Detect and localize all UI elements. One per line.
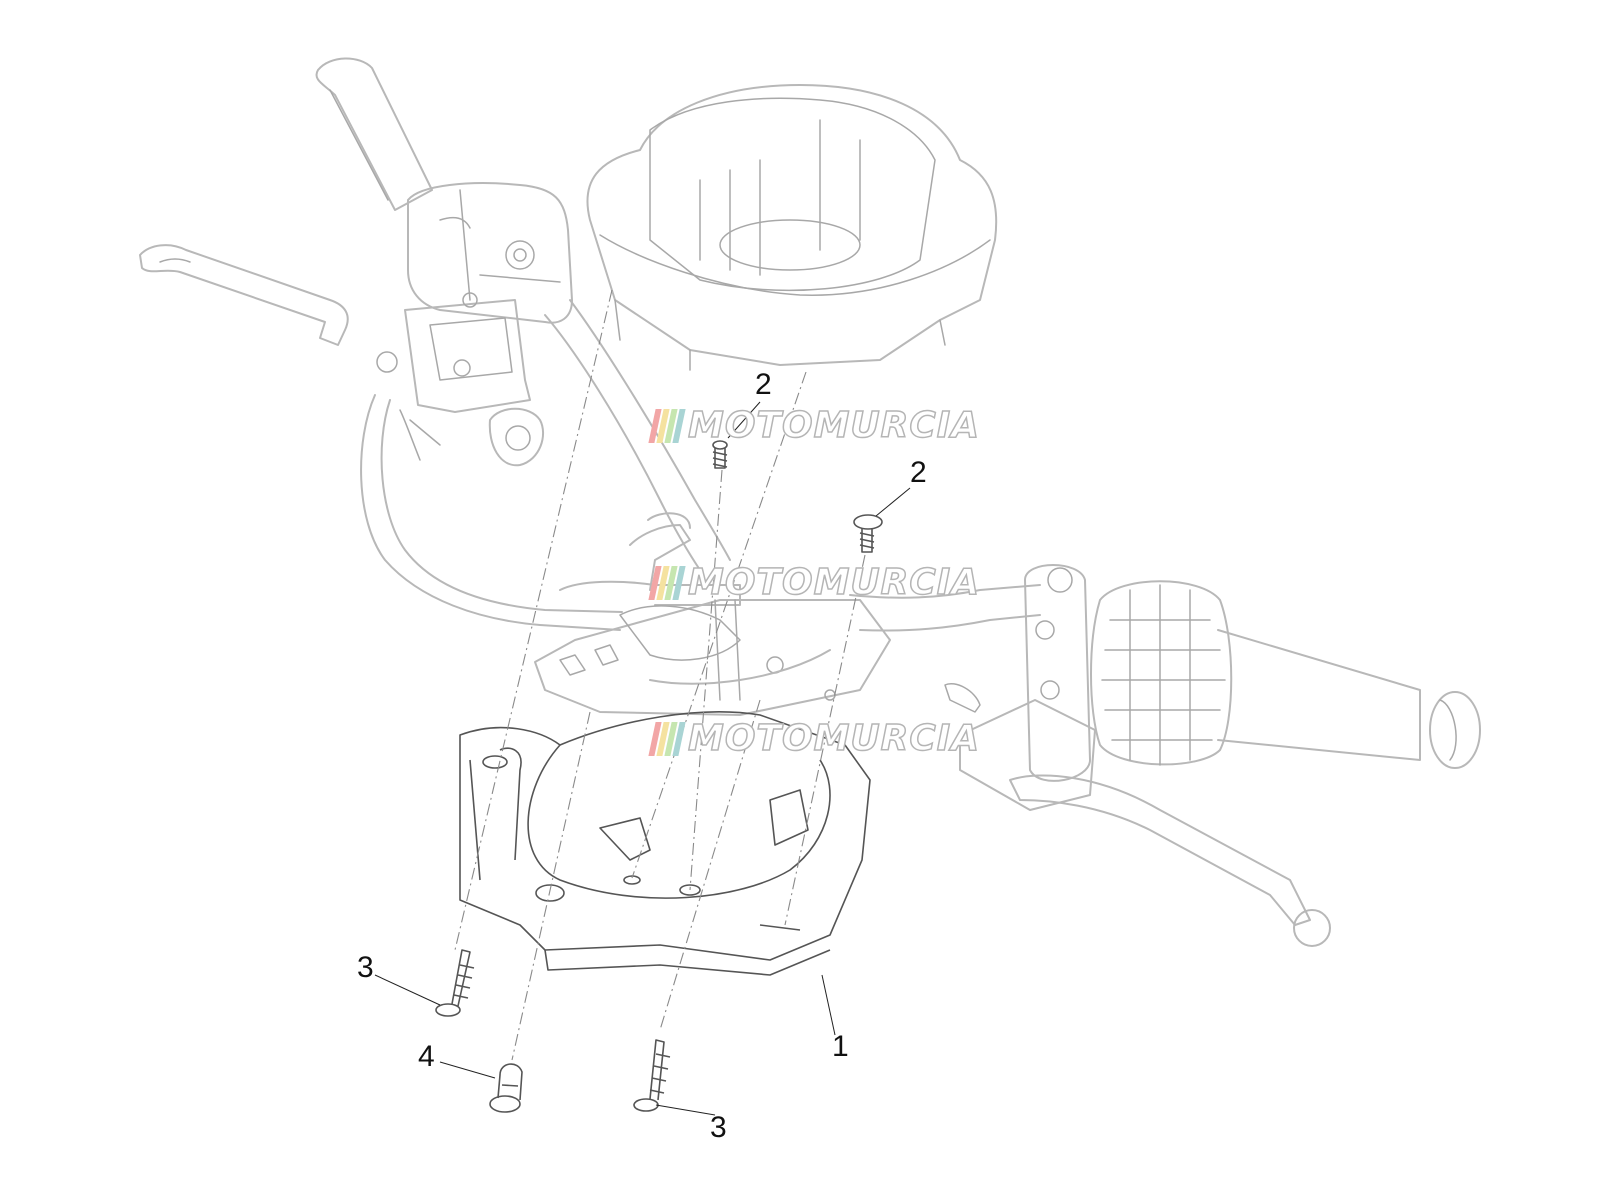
part-3-screw-right <box>633 1039 671 1112</box>
left-brake-lever <box>139 244 349 346</box>
watermark-stripes <box>648 565 686 600</box>
callout-part-4: 4 <box>418 1040 435 1073</box>
center-mount-plate <box>534 599 891 716</box>
watermark-text: MOTOMURCIA <box>687 404 981 447</box>
watermark-stripes <box>648 408 686 443</box>
watermark-text: MOTOMURCIA <box>687 561 981 604</box>
callout-part-3-right: 3 <box>710 1111 727 1144</box>
upper-handlebar-cover <box>586 84 998 371</box>
callout-part-3-left: 3 <box>357 951 374 984</box>
callout-part-2-right: 2 <box>910 456 927 489</box>
watermark-text: MOTOMURCIA <box>687 717 981 760</box>
left-handlebar-tube <box>544 299 731 571</box>
right-brake-lever <box>1009 774 1331 947</box>
watermark-middle: MOTOMURCIA <box>648 561 981 604</box>
master-cylinder <box>376 292 545 467</box>
left-handlebar-grip <box>315 57 433 211</box>
part-4-plug-clip <box>489 1063 523 1113</box>
part-3-screw-left <box>435 949 475 1017</box>
callout-part-1: 1 <box>832 1030 849 1063</box>
right-switch-housing <box>944 564 1096 811</box>
right-handlebar-tube <box>649 584 1041 685</box>
right-grip-mesh <box>1090 580 1481 769</box>
watermark-bottom: MOTOMURCIA <box>648 717 981 760</box>
callout-leaders <box>374 401 911 1116</box>
left-switch-housing <box>407 182 573 324</box>
part-1-lower-cover <box>459 711 871 976</box>
assembly-lines <box>454 289 866 1061</box>
handlebar-frame <box>360 394 741 631</box>
watermark-stripes <box>648 721 686 756</box>
part-2-screw-upper <box>712 440 728 469</box>
watermark-top: MOTOMURCIA <box>648 404 981 447</box>
callout-part-2-upper: 2 <box>755 368 772 401</box>
part-2-screw-right <box>853 514 883 553</box>
